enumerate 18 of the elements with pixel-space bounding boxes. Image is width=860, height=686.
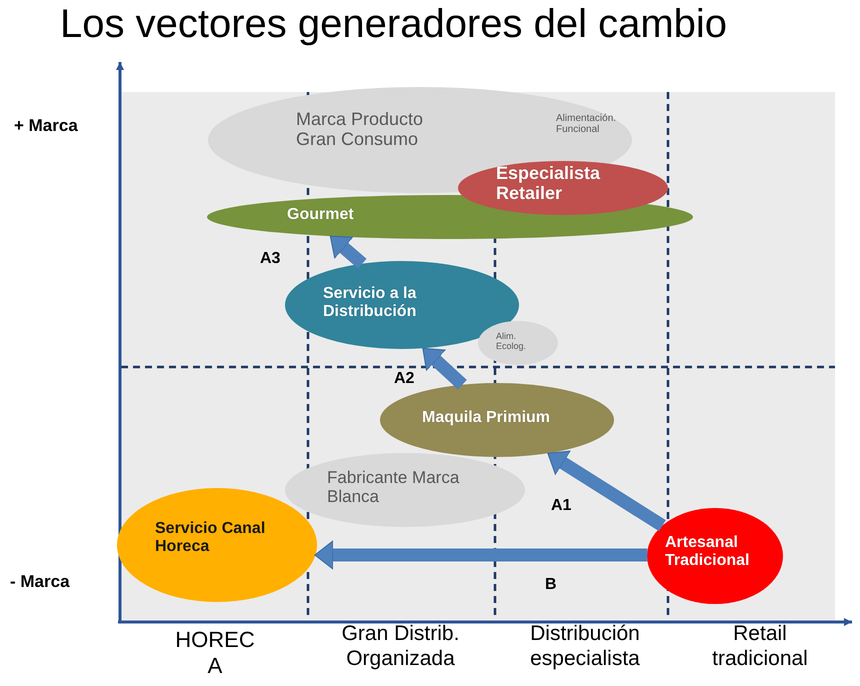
column-label: HOREC A bbox=[174, 627, 256, 680]
axis-label: - Marca bbox=[10, 572, 70, 592]
axis-label: + Marca bbox=[14, 116, 78, 136]
column-label: Retail tradicional bbox=[711, 621, 809, 672]
node-label: Gourmet bbox=[287, 206, 355, 224]
node-label: Servicio a la Distribución bbox=[323, 285, 418, 321]
node-label: Servicio Canal Horeca bbox=[155, 520, 266, 556]
node-label: Marca Producto Gran Consumo bbox=[296, 109, 424, 150]
column-label: Gran Distrib. Organizada bbox=[340, 621, 460, 672]
node-label: Maquila Primium bbox=[422, 409, 552, 427]
node-label: Alim. Ecolog. bbox=[496, 331, 528, 352]
node-label: Fabricante Marca Blanca bbox=[327, 468, 460, 506]
block-arrow bbox=[314, 540, 648, 570]
node-label: Artesanal Tradicional bbox=[665, 534, 750, 570]
column-label: Distribución especialista bbox=[529, 621, 641, 672]
node-label: Alimentación. Funcional bbox=[556, 113, 618, 136]
node-label: Especialista Retailer bbox=[496, 163, 602, 204]
diagram-title: Los vectores generadores del cambio bbox=[60, 2, 728, 47]
